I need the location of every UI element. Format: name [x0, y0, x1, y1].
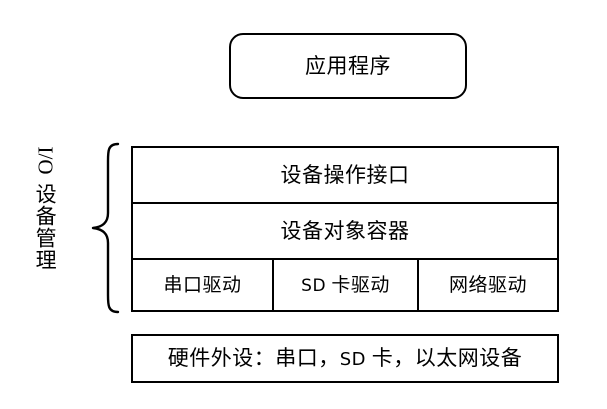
application-program-box: 应用程序 [229, 33, 467, 99]
hardware-suffix: 卡，以太网设备 [371, 346, 523, 370]
io-label-latin: I/O [33, 146, 58, 175]
io-label-cjk: 设备管理 [33, 183, 58, 271]
layer-row-device-operation-interface: 设备操作接口 [133, 148, 557, 204]
driver-cell-network: 网络驱动 [419, 260, 557, 310]
application-program-label: 应用程序 [305, 53, 391, 78]
sd-card-driver-latin: SD [301, 275, 327, 296]
curly-brace-icon [88, 141, 122, 315]
serial-driver-label: 串口驱动 [163, 274, 242, 296]
io-layer-stack: 设备操作接口 设备对象容器 串口驱动 SD 卡驱动 网络驱动 [131, 146, 559, 312]
io-device-management-label: I/O 设备管理 [28, 138, 62, 313]
hardware-peripherals-box: 硬件外设：串口，SD 卡，以太网设备 [131, 334, 559, 383]
network-driver-label: 网络驱动 [448, 274, 527, 296]
hardware-peripherals-label: 硬件外设：串口，SD 卡，以太网设备 [168, 348, 523, 369]
sd-card-driver-cjk: 卡驱动 [331, 274, 390, 296]
sd-card-driver-label: SD 卡驱动 [301, 276, 390, 295]
device-object-container-label: 设备对象容器 [280, 218, 410, 243]
layer-row-drivers: 串口驱动 SD 卡驱动 网络驱动 [133, 260, 557, 310]
layer-row-device-object-container: 设备对象容器 [133, 204, 557, 260]
device-operation-interface-label: 设备操作接口 [280, 162, 410, 187]
hardware-prefix: 硬件外设：串口， [167, 346, 340, 370]
driver-cell-serial: 串口驱动 [133, 260, 274, 310]
hardware-latin: SD [339, 349, 367, 370]
driver-cell-sd-card: SD 卡驱动 [274, 260, 419, 310]
